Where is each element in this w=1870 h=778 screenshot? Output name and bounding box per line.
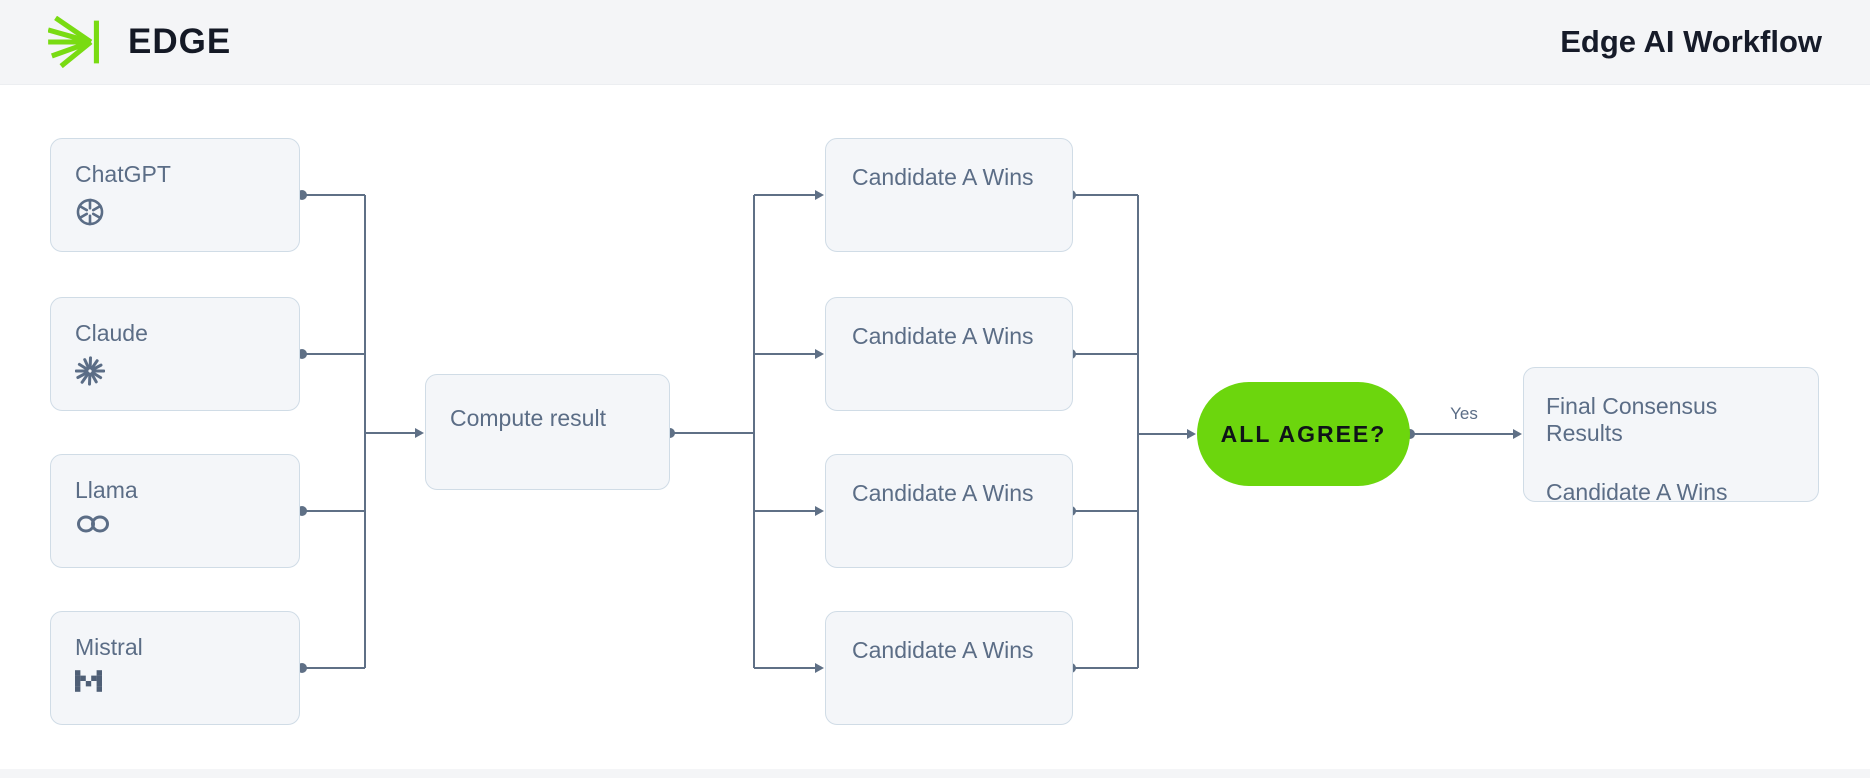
compute-result-label: Compute result — [450, 405, 606, 431]
model-node-llama[interactable]: Llama — [50, 454, 300, 568]
model-label: Mistral — [75, 634, 143, 660]
model-label: Llama — [75, 477, 138, 503]
edge-logo-icon — [48, 16, 99, 68]
brand-name: EDGE — [128, 22, 232, 61]
model-node-claude[interactable]: Claude — [50, 297, 300, 411]
meta-icon — [75, 513, 275, 543]
candidate-node-1[interactable]: Candidate A Wins — [825, 138, 1073, 252]
edge-label-yes: Yes — [1450, 404, 1478, 423]
mistral-icon — [75, 670, 275, 700]
model-label: Claude — [75, 320, 148, 346]
decision-node-all-agree[interactable]: ALL AGREE? — [1197, 382, 1410, 486]
final-results-value: Candidate A Wins — [1546, 479, 1728, 505]
compute-result-node[interactable]: Compute result — [425, 374, 670, 490]
candidate-label: Candidate A Wins — [852, 480, 1034, 506]
decision-label: ALL AGREE? — [1220, 420, 1387, 447]
claude-icon — [74, 356, 275, 386]
app-header: EDGE Edge AI Workflow — [0, 0, 1870, 85]
final-results-node[interactable]: Final Consensus Results Candidate A Wins — [1523, 367, 1819, 505]
brand: EDGE — [48, 16, 231, 68]
model-node-chatgpt[interactable]: ChatGPT — [50, 138, 300, 252]
final-results-title: Final Consensus Results — [1546, 393, 1718, 446]
model-label: ChatGPT — [75, 161, 171, 187]
page-title: Edge AI Workflow — [1560, 24, 1822, 59]
candidate-label: Candidate A Wins — [852, 637, 1034, 663]
openai-icon — [75, 197, 275, 227]
candidate-label: Candidate A Wins — [852, 323, 1034, 349]
model-node-mistral[interactable]: Mistral — [50, 611, 300, 725]
candidate-node-4[interactable]: Candidate A Wins — [825, 611, 1073, 725]
bottom-strip — [0, 769, 1870, 778]
candidate-node-2[interactable]: Candidate A Wins — [825, 297, 1073, 411]
candidate-label: Candidate A Wins — [852, 164, 1034, 190]
candidate-node-3[interactable]: Candidate A Wins — [825, 454, 1073, 568]
